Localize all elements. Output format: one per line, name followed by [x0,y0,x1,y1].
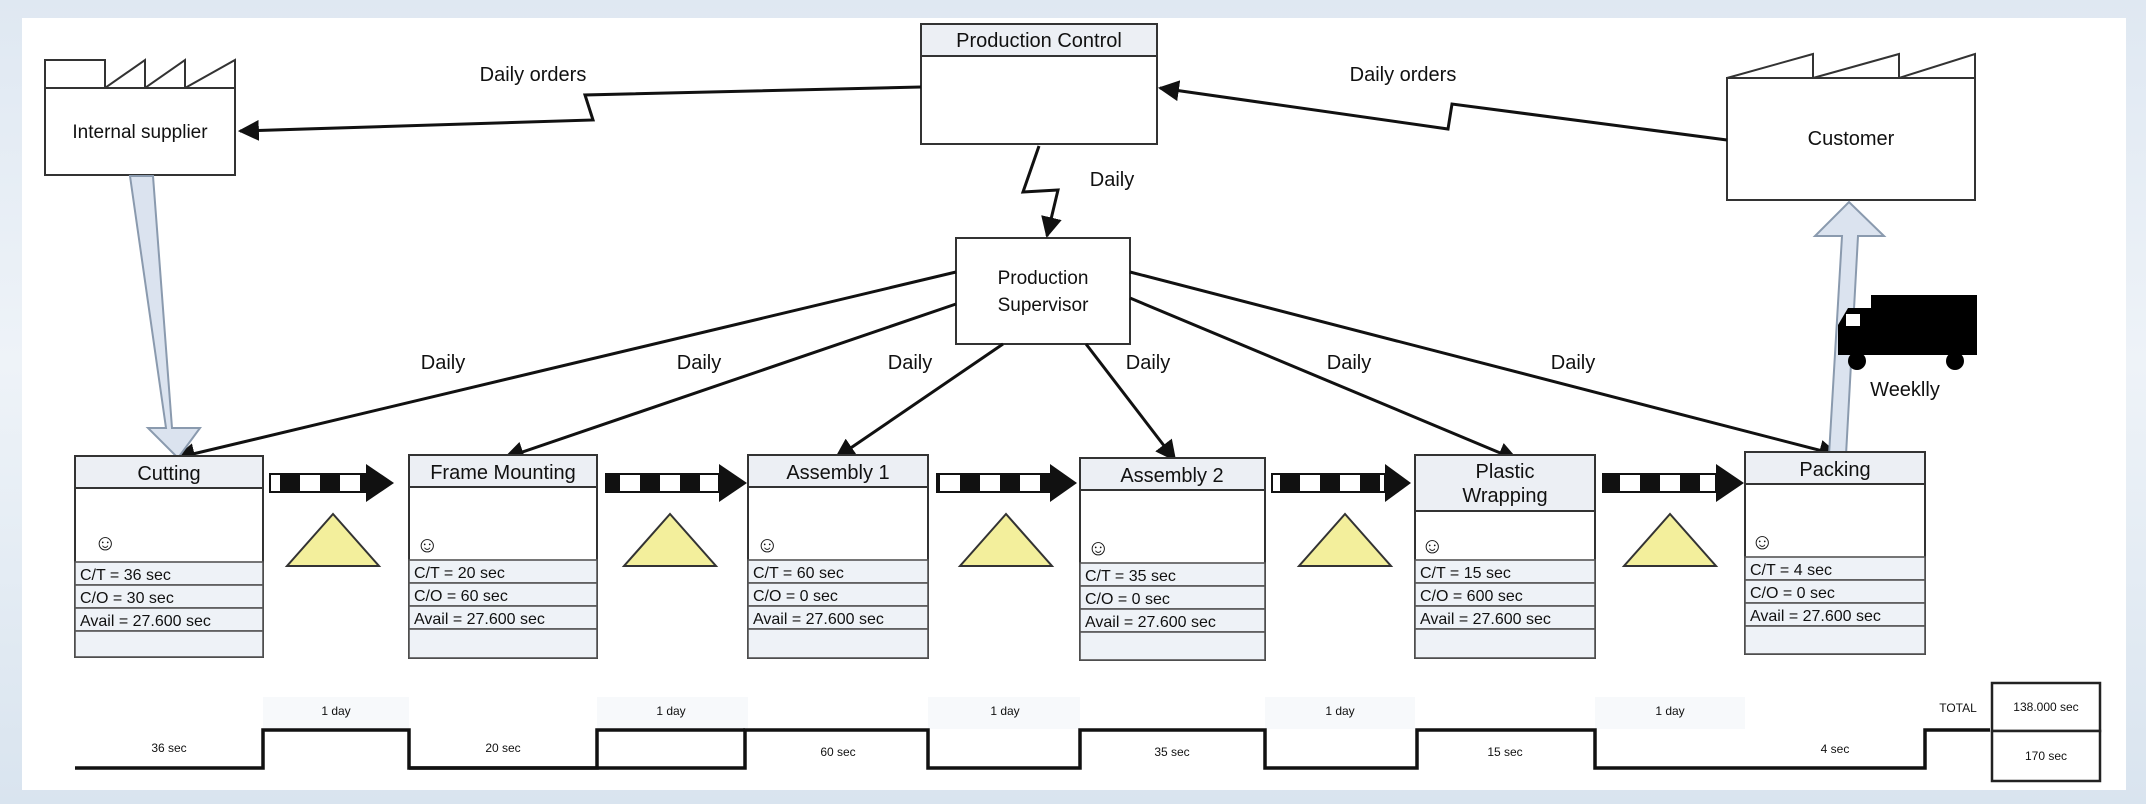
process-box-frame-mounting: Frame Mounting ☺ C/T = 20 sec C/O = 60 s… [408,454,598,659]
timeline-step-line [75,728,1990,770]
changeover-time: C/O = 0 sec [753,588,838,605]
daily-orders-supplier-label: Daily orders [480,64,587,86]
changeover-time: C/O = 30 sec [80,590,174,607]
process-name: Assembly 2 [1120,465,1223,487]
control-to-supervisor-arrow [1020,145,1062,239]
operator-icon: ☺ [416,532,438,557]
internal-supplier-factory: Internal supplier [44,58,236,176]
process-time-5: 15 sec [1487,745,1522,759]
daily-label-5: Daily [1327,352,1371,374]
process-name: Packing [1799,459,1870,481]
supplier-shipment-arrow [128,175,202,460]
production-supervisor-box: Production Supervisor [955,237,1131,345]
cycle-time: C/T = 15 sec [1420,565,1511,582]
operator-icon: ☺ [1421,533,1443,558]
inventory-triangle-1 [284,512,382,567]
cycle-time: C/T = 35 sec [1085,568,1176,585]
available-time: Avail = 27.600 sec [753,611,884,628]
daily-orders-to-supplier-arrow [237,85,922,141]
total-process-time: 170 sec [2025,749,2067,763]
daily-label-4: Daily [1126,352,1170,374]
daily-label-3: Daily [888,352,932,374]
process-name: Assembly 1 [786,462,889,484]
supervisor-to-assembly1-arrow [834,342,1004,460]
daily-orders-customer-label: Daily orders [1350,64,1457,86]
supervisor-label-line2: Supervisor [998,295,1089,316]
inventory-triangle-3 [957,512,1055,567]
production-control-label: Production Control [956,30,1122,52]
push-arrow-2 [605,464,747,502]
timeline: 36 sec 20 sec 60 sec 35 sec 15 sec 4 sec… [75,681,2102,783]
daily-label-1: Daily [421,352,465,374]
daily-orders-from-customer-arrow [1157,80,1728,142]
production-control-box: Production Control [920,23,1158,145]
supervisor-to-cutting-arrow [173,270,957,464]
wait-time-5: 1 day [1655,704,1684,718]
process-time-6: 4 sec [1821,742,1850,756]
operator-icon: ☺ [94,530,116,555]
push-arrow-5 [1602,464,1744,502]
push-arrow-4 [1271,464,1411,502]
supervisor-to-packing-arrow [1129,270,1841,461]
changeover-time: C/O = 600 sec [1420,588,1523,605]
cycle-time: C/T = 36 sec [80,567,171,584]
internal-supplier-label: Internal supplier [72,122,208,143]
process-name-line2: Wrapping [1462,485,1547,507]
process-time-2: 20 sec [485,741,520,755]
customer-factory: Customer [1726,52,1976,201]
process-time-3: 60 sec [820,745,855,759]
inventory-triangle-5 [1621,512,1719,567]
process-name: Cutting [137,463,200,485]
process-box-assembly-1: Assembly 1 ☺ C/T = 60 sec C/O = 0 sec Av… [747,454,929,659]
process-name-line1: Plastic [1476,461,1535,483]
operator-icon: ☺ [1087,535,1109,560]
available-time: Avail = 27.600 sec [414,611,545,628]
process-box-cutting: Cutting ☺ C/T = 36 sec C/O = 30 sec Avai… [74,455,264,658]
changeover-time: C/O = 0 sec [1750,585,1835,602]
supervisor-to-plastic-wrapping-arrow [1129,296,1519,463]
changeover-time: C/O = 60 sec [414,588,508,605]
truck-icon [1838,295,1977,370]
available-time: Avail = 27.600 sec [1085,614,1216,631]
inventory-triangle-4 [1296,512,1394,567]
inventory-triangle-2 [621,512,719,567]
total-lead-time-box [1990,681,2102,733]
process-time-4: 35 sec [1154,745,1189,759]
total-lead-time: 138.000 sec [2013,700,2078,714]
cycle-time: C/T = 60 sec [753,565,844,582]
total-process-time-box [1990,729,2102,783]
process-box-packing: Packing ☺ C/T = 4 sec C/O = 0 sec Avail … [1744,451,1926,655]
wait-time-1: 1 day [321,704,350,718]
operator-icon: ☺ [756,532,778,557]
total-label: TOTAL [1939,701,1977,715]
daily-label-6: Daily [1551,352,1595,374]
push-arrow-1 [269,464,394,502]
available-time: Avail = 27.600 sec [80,613,211,630]
available-time: Avail = 27.600 sec [1420,611,1551,628]
supervisor-to-assembly2-arrow [1084,343,1177,462]
changeover-time: C/O = 0 sec [1085,591,1170,608]
process-name: Frame Mounting [430,462,576,484]
supervisor-label-line1: Production [998,268,1089,289]
wait-time-4: 1 day [1325,704,1354,718]
operator-icon: ☺ [1751,529,1773,554]
shipping-frequency-label: Weeklly [1870,379,1940,401]
wait-time-2: 1 day [656,704,685,718]
supervisor-to-frame-mounting-arrow [503,302,957,462]
process-time-1: 36 sec [151,741,186,755]
process-box-assembly-2: Assembly 2 ☺ C/T = 35 sec C/O = 0 sec Av… [1079,457,1266,661]
available-time: Avail = 27.600 sec [1750,608,1881,625]
cycle-time: C/T = 4 sec [1750,562,1832,579]
push-arrow-3 [936,464,1077,502]
wait-time-3: 1 day [990,704,1019,718]
daily-label-2: Daily [677,352,721,374]
process-box-plastic-wrapping: Plastic Wrapping ☺ C/T = 15 sec C/O = 60… [1414,454,1596,659]
control-to-supervisor-label: Daily [1090,169,1134,191]
cycle-time: C/T = 20 sec [414,565,505,582]
customer-label: Customer [1808,128,1895,150]
